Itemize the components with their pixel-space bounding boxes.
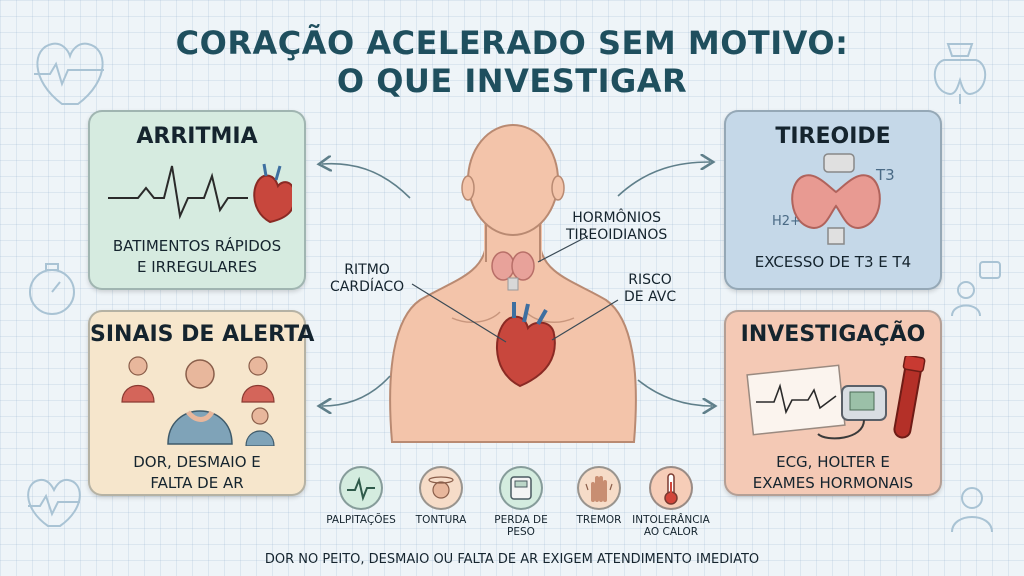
card-tireoide-heading: TIREOIDE [775, 124, 891, 149]
main-person-icon [167, 359, 233, 445]
symptom-label: INTOLERÂNCIA AO CALOR [628, 514, 714, 538]
symptom-tontura-line-1: TONTURA [415, 514, 467, 526]
card-investigacao-line-1: ECG, HOLTER E [776, 453, 890, 471]
label-ritmo: RITMO CARDÍACO [330, 262, 404, 296]
card-sinais: SINAIS DE ALERTA DOR, DESMAIO E FALTA DE… [88, 310, 315, 496]
label-hormonios-line-1: HORMÔNIOS [572, 210, 662, 226]
shaking-hand-icon [577, 466, 621, 510]
symptom-label: TONTURA [400, 514, 482, 526]
card-investigacao: INVESTIGAÇÃO ECG, HOLTER E EXAMES HORMON… [724, 310, 942, 496]
footer-warning: DOR NO PEITO, DESMAIO OU FALTA DE AR EXI… [264, 552, 760, 567]
card-tireoide-line-1: EXCESSO DE T3 E T4 [754, 253, 912, 271]
doctor-chat-icon [951, 261, 1001, 317]
card-arritmia-desc: BATIMENTOS RÁPIDOS E IRREGULARES [90, 236, 304, 278]
card-sinais-line-2: FALTA DE AR [150, 474, 244, 492]
card-arritmia: ARRITMIA BATIMENTOS RÁPIDOS E IRREGULARE… [88, 110, 306, 290]
heart-pulse-icon [27, 478, 81, 527]
warning-people-icon [121, 356, 275, 446]
blood-tube-icon [893, 356, 926, 439]
card-investigacao-line-2: EXAMES HORMONAIS [752, 474, 914, 492]
card-investigacao-heading: INVESTIGAÇÃO [740, 322, 926, 347]
symptom-perda-peso-line-2: PESO [507, 526, 535, 538]
symptom-label: PALPITAÇÕES [320, 514, 402, 526]
symptom-intolerancia-line-2: AO CALOR [643, 526, 699, 538]
symptom-tontura: TONTURA [400, 466, 482, 526]
card-arritmia-line-1: BATIMENTOS RÁPIDOS [112, 237, 282, 255]
breathless-person-icon [245, 407, 275, 446]
t3-label: T3 [876, 166, 895, 184]
title-line-2: O QUE INVESTIGAR [336, 62, 688, 100]
label-hormonios: HORMÔNIOS TIREOIDIANOS [566, 210, 667, 244]
symptom-tremor: TREMOR [558, 466, 640, 526]
thyroid-gland-icon [491, 251, 535, 291]
symptom-label: PERDA DE PESO [480, 514, 562, 538]
symptom-perda-peso-line-1: PERDA DE [494, 514, 548, 526]
card-arritmia-line-2: E IRREGULARES [137, 258, 257, 276]
symptom-palpitacoes: PALPITAÇÕES [320, 466, 402, 526]
doctor-icon [951, 487, 993, 533]
pulse-icon [339, 466, 383, 510]
thyroid-icon [791, 153, 881, 245]
card-sinais-desc: DOR, DESMAIO E FALTA DE AR [90, 452, 304, 494]
label-ritmo-line-2: CARDÍACO [330, 279, 405, 295]
symptom-palpitacoes-line-1: PALPITAÇÕES [326, 514, 396, 526]
symptom-perda-peso: PERDA DE PESO [480, 466, 562, 538]
symptom-intolerancia-line-1: INTOLERÂNCIA [632, 514, 710, 526]
exam-equipment-icon [746, 356, 926, 440]
page-title: CORAÇÃO ACELERADO SEM MOTIVO: O QUE INVE… [0, 24, 1024, 100]
label-ritmo-line-1: RITMO [344, 262, 390, 278]
stopwatch-icon [29, 263, 75, 315]
label-risco-line-2: DE AVC [624, 289, 677, 305]
symptom-label: TREMOR [558, 514, 640, 526]
thyroid-outline-icon [934, 43, 986, 104]
dizzy-person-icon [241, 356, 275, 403]
thermometer-icon [649, 466, 693, 510]
chest-pain-person-icon [121, 356, 155, 403]
ecg-heart-icon [108, 163, 292, 224]
card-investigacao-desc: ECG, HOLTER E EXAMES HORMONAIS [726, 452, 940, 494]
scale-icon [499, 466, 543, 510]
title-line-1: CORAÇÃO ACELERADO SEM MOTIVO: [175, 24, 849, 62]
card-sinais-heading: SINAIS DE ALERTA [90, 322, 315, 347]
symptom-tremor-line-1: TREMOR [576, 514, 622, 526]
dizzy-head-icon [419, 466, 463, 510]
card-sinais-line-1: DOR, DESMAIO E [133, 453, 261, 471]
card-arritmia-heading: ARRITMIA [136, 124, 258, 149]
label-risco-line-1: RISCO [628, 272, 672, 288]
leader-lines [411, 235, 619, 343]
holter-monitor-icon [817, 385, 887, 440]
card-tireoide: TIREOIDE T3 H2+ EXCESSO DE T3 E T4 [724, 110, 942, 290]
label-risco: RISCO DE AVC [624, 272, 676, 306]
ecg-paper-icon [746, 364, 846, 436]
h2-label: H2+ [772, 214, 801, 229]
heart-outline-icon [34, 42, 104, 105]
symptom-intolerancia-calor: INTOLERÂNCIA AO CALOR [628, 466, 714, 538]
connector-arrows [322, 162, 712, 406]
card-tireoide-desc: EXCESSO DE T3 E T4 [726, 252, 940, 273]
heart-organ-icon [496, 302, 556, 388]
label-hormonios-line-2: TIREOIDIANOS [566, 227, 668, 243]
